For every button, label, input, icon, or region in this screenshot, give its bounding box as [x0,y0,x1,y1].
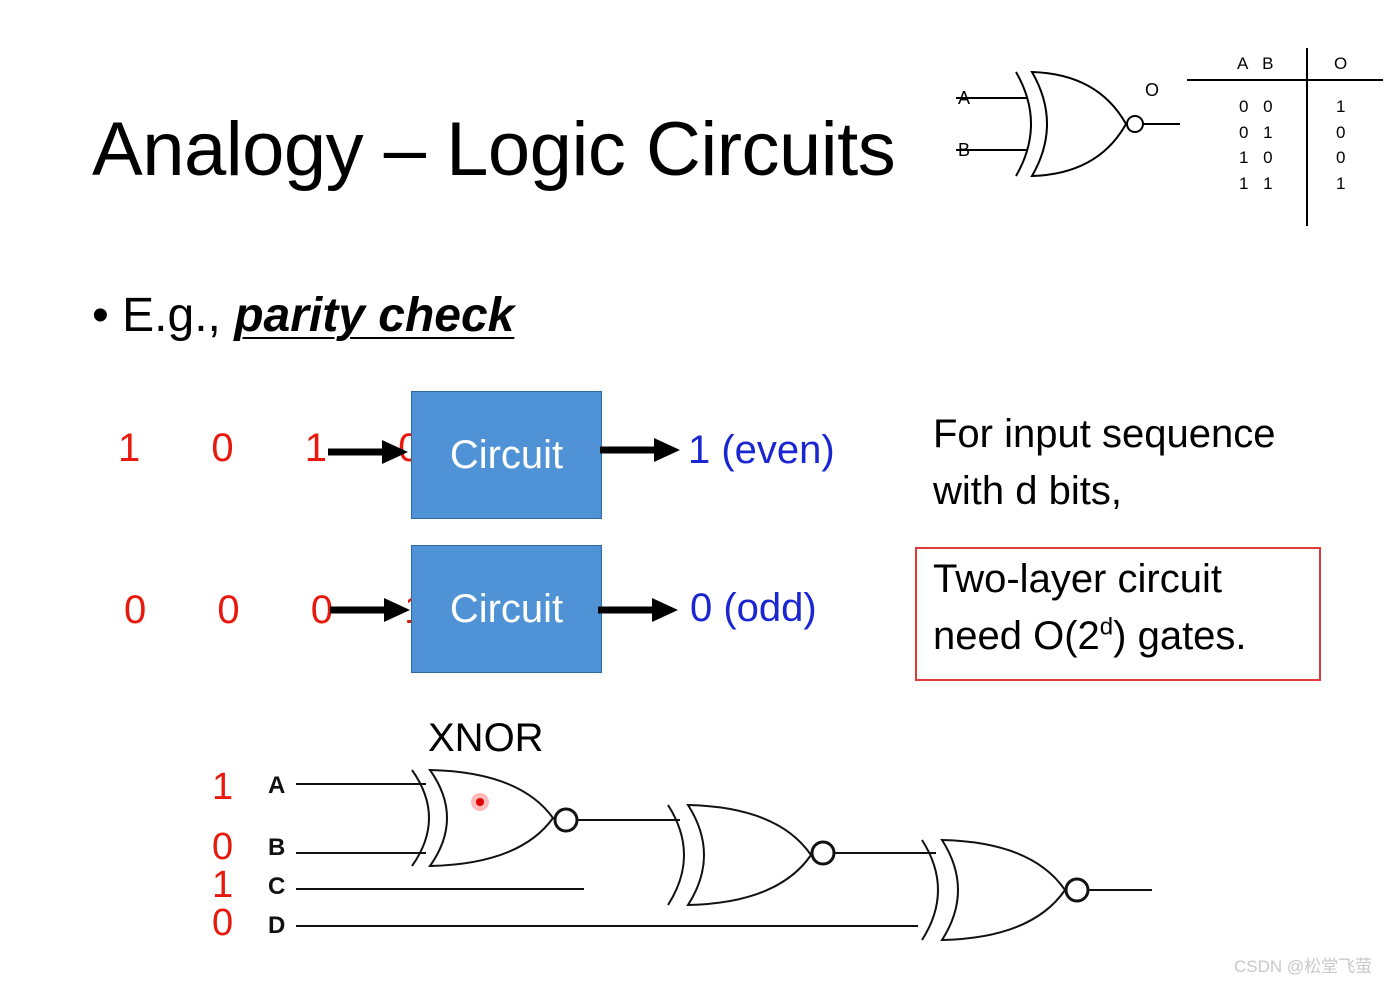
watermark: CSDN @松堂飞萤 [1234,957,1373,976]
truth-table-row-output: 0 [1336,148,1351,167]
truth-table-row-inputs: 1 0 [1239,148,1278,167]
truth-table-row-output: 0 [1336,123,1351,142]
highlighted-note: Two-layer circuit need O(2d) gates. [933,551,1247,665]
chain-input-value: 1 [212,864,234,906]
arrow-right-icon [330,598,410,622]
xnor-gate-symbol [956,70,1180,178]
truth-table-divider [1306,48,1308,226]
truth-table-header-output: O [1334,54,1353,73]
truth-table-row-inputs: 1 1 [1239,174,1278,193]
xnor-gate-3-body [940,838,1067,942]
note-text: For input sequence with d bits, [933,406,1275,520]
note-line: Two-layer circuit [933,557,1222,601]
chain-pin-label: A [268,772,286,799]
input-bits: 1 0 1 0 [118,426,451,470]
truth-table-row-inputs: 0 1 [1239,123,1278,142]
xnor-gate-2-bubble [810,840,836,866]
arrow-right-icon [598,598,678,622]
circuit-box: Circuit [411,545,602,673]
arrow-right-icon [328,440,408,464]
xnor-label: XNOR [428,716,544,760]
truth-table-row-output: 1 [1336,97,1351,116]
parity-result: 1 (even) [688,428,835,472]
note-text-part: need O(2 [933,614,1100,658]
xnor-gate-1-bubble [553,807,579,833]
arrow-right-icon [600,438,680,462]
parity-result: 0 (odd) [690,586,817,630]
note-superscript: d [1099,613,1114,641]
truth-table-rule [1187,79,1383,81]
xnor-gate-3-bubble [1064,877,1090,903]
legend-input-a: A [958,88,971,108]
xnor-gate-1-body [428,768,555,868]
xnor-gate-1-back [411,769,430,867]
bullet-item: • E.g., parity check [92,292,514,340]
chain-pin-label: B [268,834,286,861]
legend-output: O [1145,80,1160,100]
truth-table-header-inputs: A B [1237,54,1279,73]
chain-pin-label: D [268,912,286,939]
bullet-prefix: • E.g., [92,289,235,342]
chain-input-value: 0 [212,902,234,944]
note-line: For input sequence [933,412,1276,456]
note-line: need O(2d) gates. [933,608,1247,665]
truth-table-row-output: 1 [1336,174,1351,193]
note-line: with d bits, [933,469,1122,513]
chain-input-value: 1 [212,766,234,808]
truth-table-row-inputs: 0 0 [1239,97,1278,116]
note-text-part: ) gates. [1113,614,1247,658]
bullet-term: parity check [234,289,515,342]
truth-table: A B O 0 0 1 0 1 0 1 0 0 1 1 1 [1187,48,1383,228]
circuit-box: Circuit [411,391,602,519]
highlight-box [915,547,1321,681]
xnor-gate-2-back [667,804,685,906]
slide-title: Analogy – Logic Circuits [92,107,896,192]
chain-pin-label: C [268,873,286,900]
xnor-gate-2-body [686,803,813,907]
xnor-gate-3-back [921,839,939,941]
chain-input-value: 0 [212,826,234,868]
legend-input-b: B [958,140,971,160]
pointer-dot [476,798,484,806]
